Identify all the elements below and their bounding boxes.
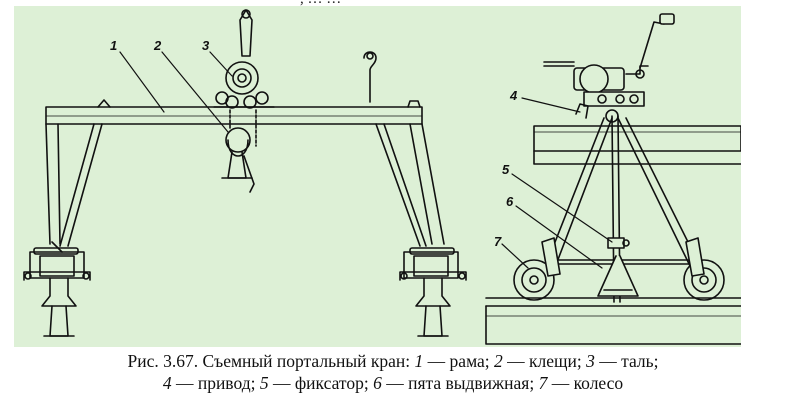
- caption-num-4: 4: [162, 373, 172, 393]
- callout-2: 2: [153, 38, 162, 53]
- callout-1: 1: [110, 38, 117, 53]
- caption-num-5: 5: [259, 373, 269, 393]
- caption-prefix: Рис. 3.67. Съемный портальный кран:: [127, 351, 415, 371]
- caption-text-5: — фиксатор;: [268, 373, 374, 393]
- callout-5: 5: [502, 162, 510, 177]
- caption-num-1: 1: [414, 351, 424, 371]
- leader-lines: [119, 51, 613, 269]
- crane-drawing: 1 2 3 4 5 6 7: [23, 9, 741, 345]
- cropped-text-line: , … …: [0, 0, 786, 6]
- caption-text-7: — колесо: [547, 373, 624, 393]
- caption-num-3: 3: [586, 351, 595, 371]
- cropped-text: , … …: [300, 0, 341, 6]
- caption-text-6: — пята выдвижная;: [381, 373, 539, 393]
- caption-line-2: 4 — привод; 5 — фиксатор; 6 — пята выдви…: [0, 372, 786, 394]
- caption-num-2: 2: [494, 351, 503, 371]
- right-view: [485, 13, 741, 345]
- caption-num-6: 6: [373, 373, 382, 393]
- caption-text-3: — таль;: [594, 351, 659, 371]
- caption-text-2: — клещи;: [502, 351, 587, 371]
- caption-num-7: 7: [538, 373, 548, 393]
- callout-6: 6: [506, 194, 514, 209]
- caption-line-1: Рис. 3.67. Съемный портальный кран: 1 — …: [0, 350, 786, 372]
- callout-3: 3: [202, 38, 210, 53]
- crane-figure: 1 2 3 4 5 6 7: [14, 6, 741, 347]
- caption-text-4: — привод;: [171, 373, 260, 393]
- caption-text-1: — рама;: [423, 351, 495, 371]
- figure-caption: Рис. 3.67. Съемный портальный кран: 1 — …: [0, 350, 786, 394]
- callout-7: 7: [494, 234, 502, 249]
- callout-4: 4: [509, 88, 518, 103]
- left-view: [23, 9, 467, 337]
